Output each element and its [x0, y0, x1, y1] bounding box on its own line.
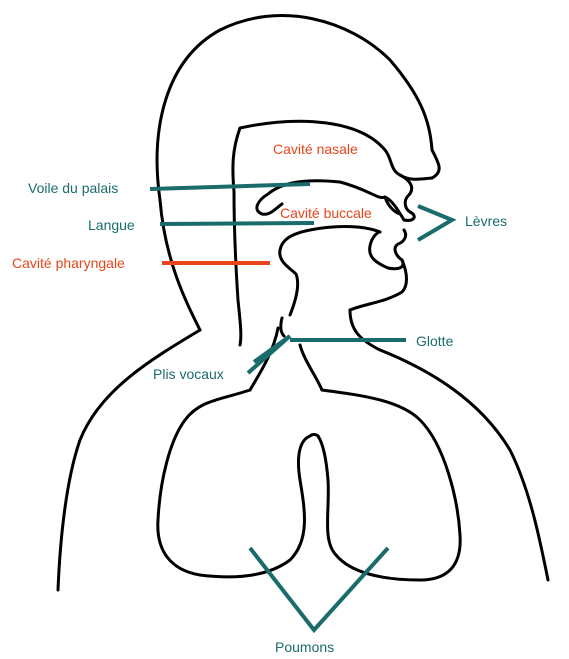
mediastinum-outline — [310, 435, 318, 437]
leader-plis-vocaux — [248, 336, 290, 373]
trachea-right-outline — [300, 345, 322, 390]
label-glotte: Glotte — [416, 333, 454, 349]
upper-teeth-outline — [385, 197, 400, 214]
label-poumons: Poumons — [275, 639, 334, 655]
label-cavite-buccale: Cavité buccale — [280, 205, 372, 221]
pharynx-front-outline — [280, 250, 298, 315]
epiglottis-outline — [281, 318, 284, 336]
left-lung-outline — [158, 390, 310, 577]
label-cavite-nasale: Cavité nasale — [273, 141, 358, 157]
upper-lip-outline — [400, 175, 414, 220]
label-langue: Langue — [88, 217, 135, 233]
pharynx-back-outline — [234, 192, 241, 345]
tongue-outline — [280, 227, 380, 251]
body-outline — [58, 16, 548, 590]
label-levres: Lèvres — [465, 213, 507, 229]
leader-voile-du-palais — [150, 184, 310, 189]
label-cavite-pharyngale: Cavité pharyngale — [12, 255, 125, 271]
label-voile-du-palais: Voile du palais — [28, 180, 118, 196]
leader-langue — [160, 223, 314, 224]
lower-lip-outline — [370, 230, 406, 269]
leader-levres — [418, 206, 452, 240]
leader-poumons — [250, 548, 388, 630]
label-plis-vocaux: Plis vocaux — [153, 366, 224, 382]
neck-front-outline — [350, 310, 548, 580]
right-lung-outline — [318, 390, 460, 580]
